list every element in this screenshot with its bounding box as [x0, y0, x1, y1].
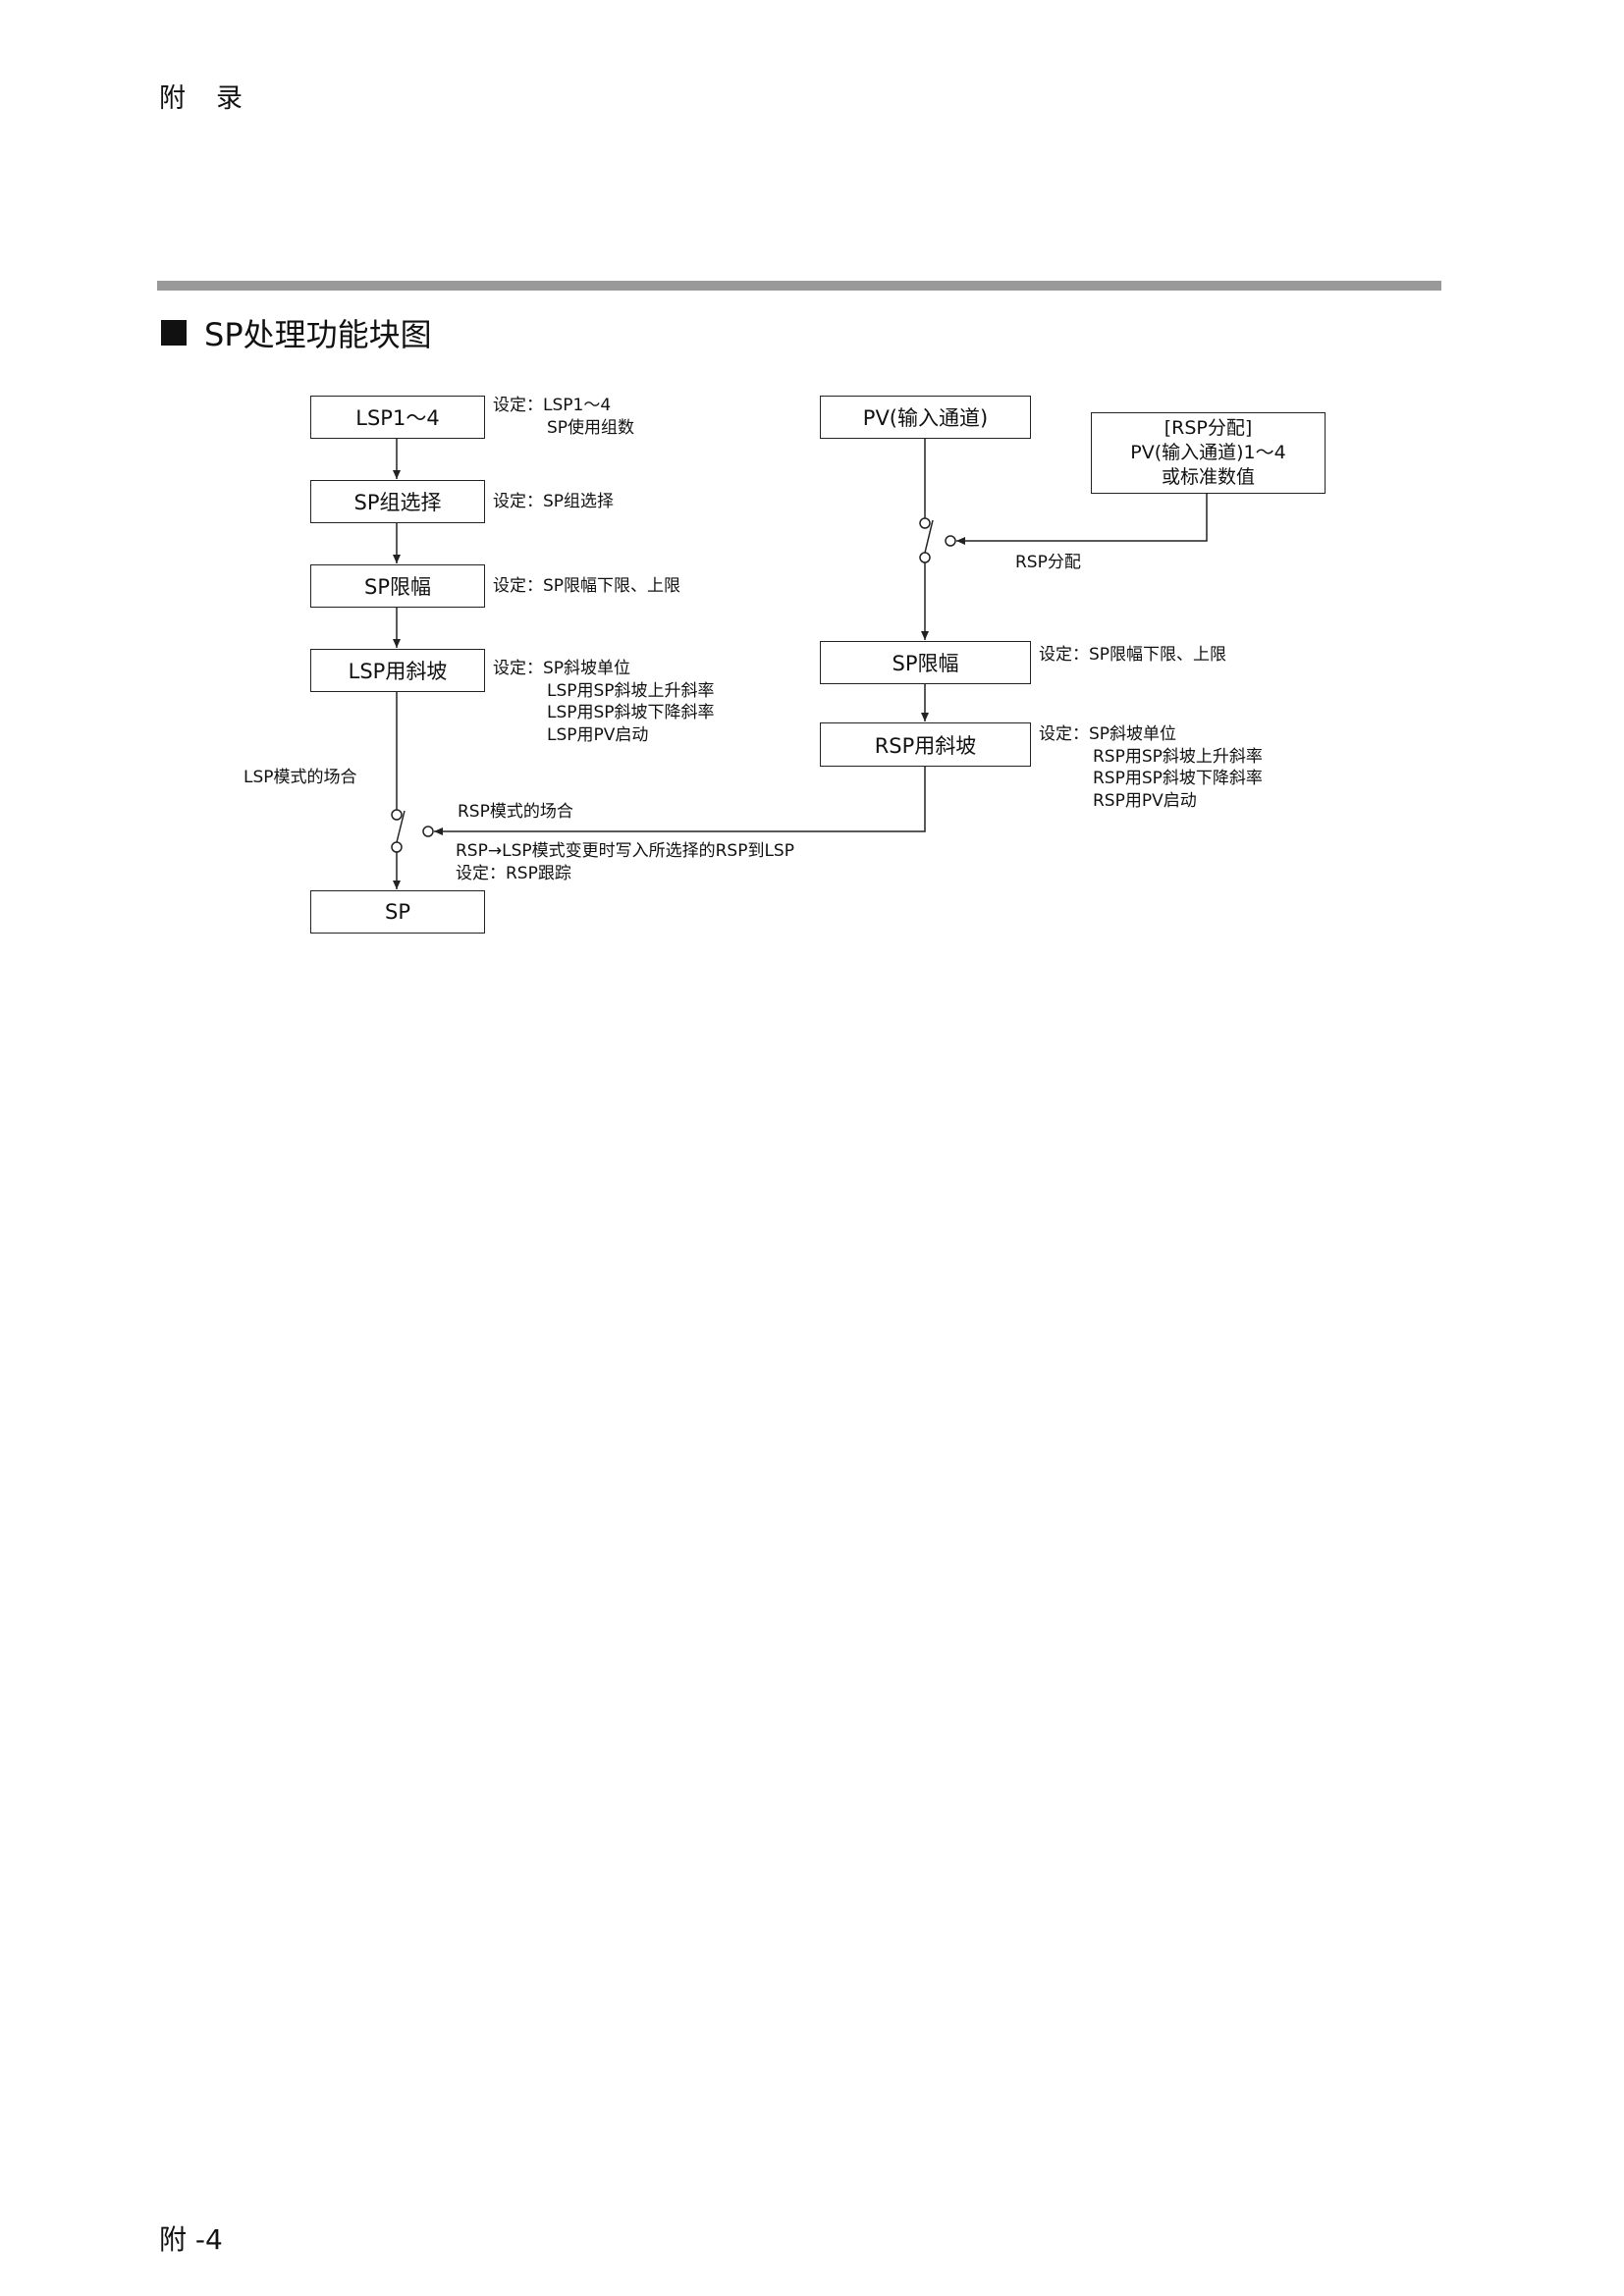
note-line: 设定：SP限幅下限、上限 — [493, 576, 681, 596]
left-switch-blade — [396, 810, 406, 843]
right-switch-blade — [924, 519, 934, 554]
rsp-assign-line: PV(输入通道)1～4 — [1130, 442, 1286, 463]
note-line: 设定：SP限幅下限、上限 — [1039, 645, 1227, 665]
rsp-ramp-box: RSP用斜坡 — [820, 722, 1031, 767]
left-switch-top-contact — [391, 809, 403, 821]
note-line: RSP用SP斜坡下降斜率 — [1093, 769, 1263, 788]
note-line: RSP用PV启动 — [1093, 790, 1197, 811]
sp-group-select-note: 设定：SP组选择 — [493, 491, 614, 513]
page-header: 附 录 — [159, 83, 244, 114]
note-line: LSP用PV启动 — [547, 724, 649, 745]
right-switch-bottom-contact — [919, 552, 931, 563]
lsp-ramp-note: 设定：SP斜坡单位 LSP用SP斜坡上升斜率 LSP用SP斜坡下降斜率 LSP用… — [493, 658, 715, 746]
rsp-mode-label: RSP模式的场合 — [458, 802, 573, 822]
sp-limit-note-right: 设定：SP限幅下限、上限 — [1039, 644, 1226, 667]
connector-rspassign-switch — [956, 494, 1208, 545]
sp-group-select-box: SP组选择 — [310, 480, 485, 523]
square-bullet-icon — [161, 320, 187, 346]
rsp-assign-line: 或标准数值 — [1161, 466, 1255, 488]
section-divider — [157, 281, 1441, 291]
rsp-assign-line: [RSP分配] — [1164, 417, 1253, 439]
rsp-tracking-note: RSP→LSP模式变更时写入所选择的RSP到LSP 设定：RSP跟踪 — [456, 840, 794, 884]
note-line: 设定：SP组选择 — [493, 492, 615, 511]
left-switch-rsp-contact — [422, 826, 434, 837]
page-number: 附 -4 — [159, 2223, 223, 2256]
sp-output-box: SP — [310, 890, 485, 934]
note-line: RSP→LSP模式变更时写入所选择的RSP到LSP — [456, 841, 794, 861]
lsp-ramp-box: LSP用斜坡 — [310, 649, 485, 692]
note-line: 设定：LSP1～4 — [493, 396, 612, 415]
pv-input-box: PV(输入通道) — [820, 396, 1031, 439]
note-line: RSP用SP斜坡上升斜率 — [1093, 746, 1263, 767]
right-switch-rsp-contact — [945, 535, 956, 547]
rsp-ramp-note: 设定：SP斜坡单位 RSP用SP斜坡上升斜率 RSP用SP斜坡下降斜率 RSP用… — [1039, 723, 1263, 812]
right-switch-top-contact — [919, 517, 931, 529]
rsp-assign-box: [RSP分配] PV(输入通道)1～4 或标准数值 — [1091, 412, 1326, 494]
note-line: LSP用SP斜坡上升斜率 — [547, 680, 715, 701]
left-switch-bottom-contact — [391, 841, 403, 853]
lsp1-4-note: 设定：LSP1～4 SP使用组数 — [493, 395, 634, 439]
rsp-assign-label: RSP分配 — [1015, 553, 1081, 572]
note-line: 设定：SP斜坡单位 — [493, 659, 631, 678]
note-line: 设定：SP斜坡单位 — [1039, 724, 1177, 744]
lsp1-4-box: LSP1～4 — [310, 396, 485, 439]
note-line: 设定：RSP跟踪 — [456, 863, 571, 883]
section-title-text: SP处理功能块图 — [204, 316, 432, 353]
note-line: SP使用组数 — [547, 417, 635, 438]
lsp-mode-label: LSP模式的场合 — [244, 768, 357, 787]
note-line: LSP用SP斜坡下降斜率 — [547, 703, 715, 722]
section-title: SP处理功能块图 — [161, 310, 432, 355]
sp-limit-box-left: SP限幅 — [310, 564, 485, 608]
sp-limit-box-right: SP限幅 — [820, 641, 1031, 684]
connector-rspramp-leftswitch — [434, 767, 926, 835]
sp-limit-note-left: 设定：SP限幅下限、上限 — [493, 575, 680, 598]
